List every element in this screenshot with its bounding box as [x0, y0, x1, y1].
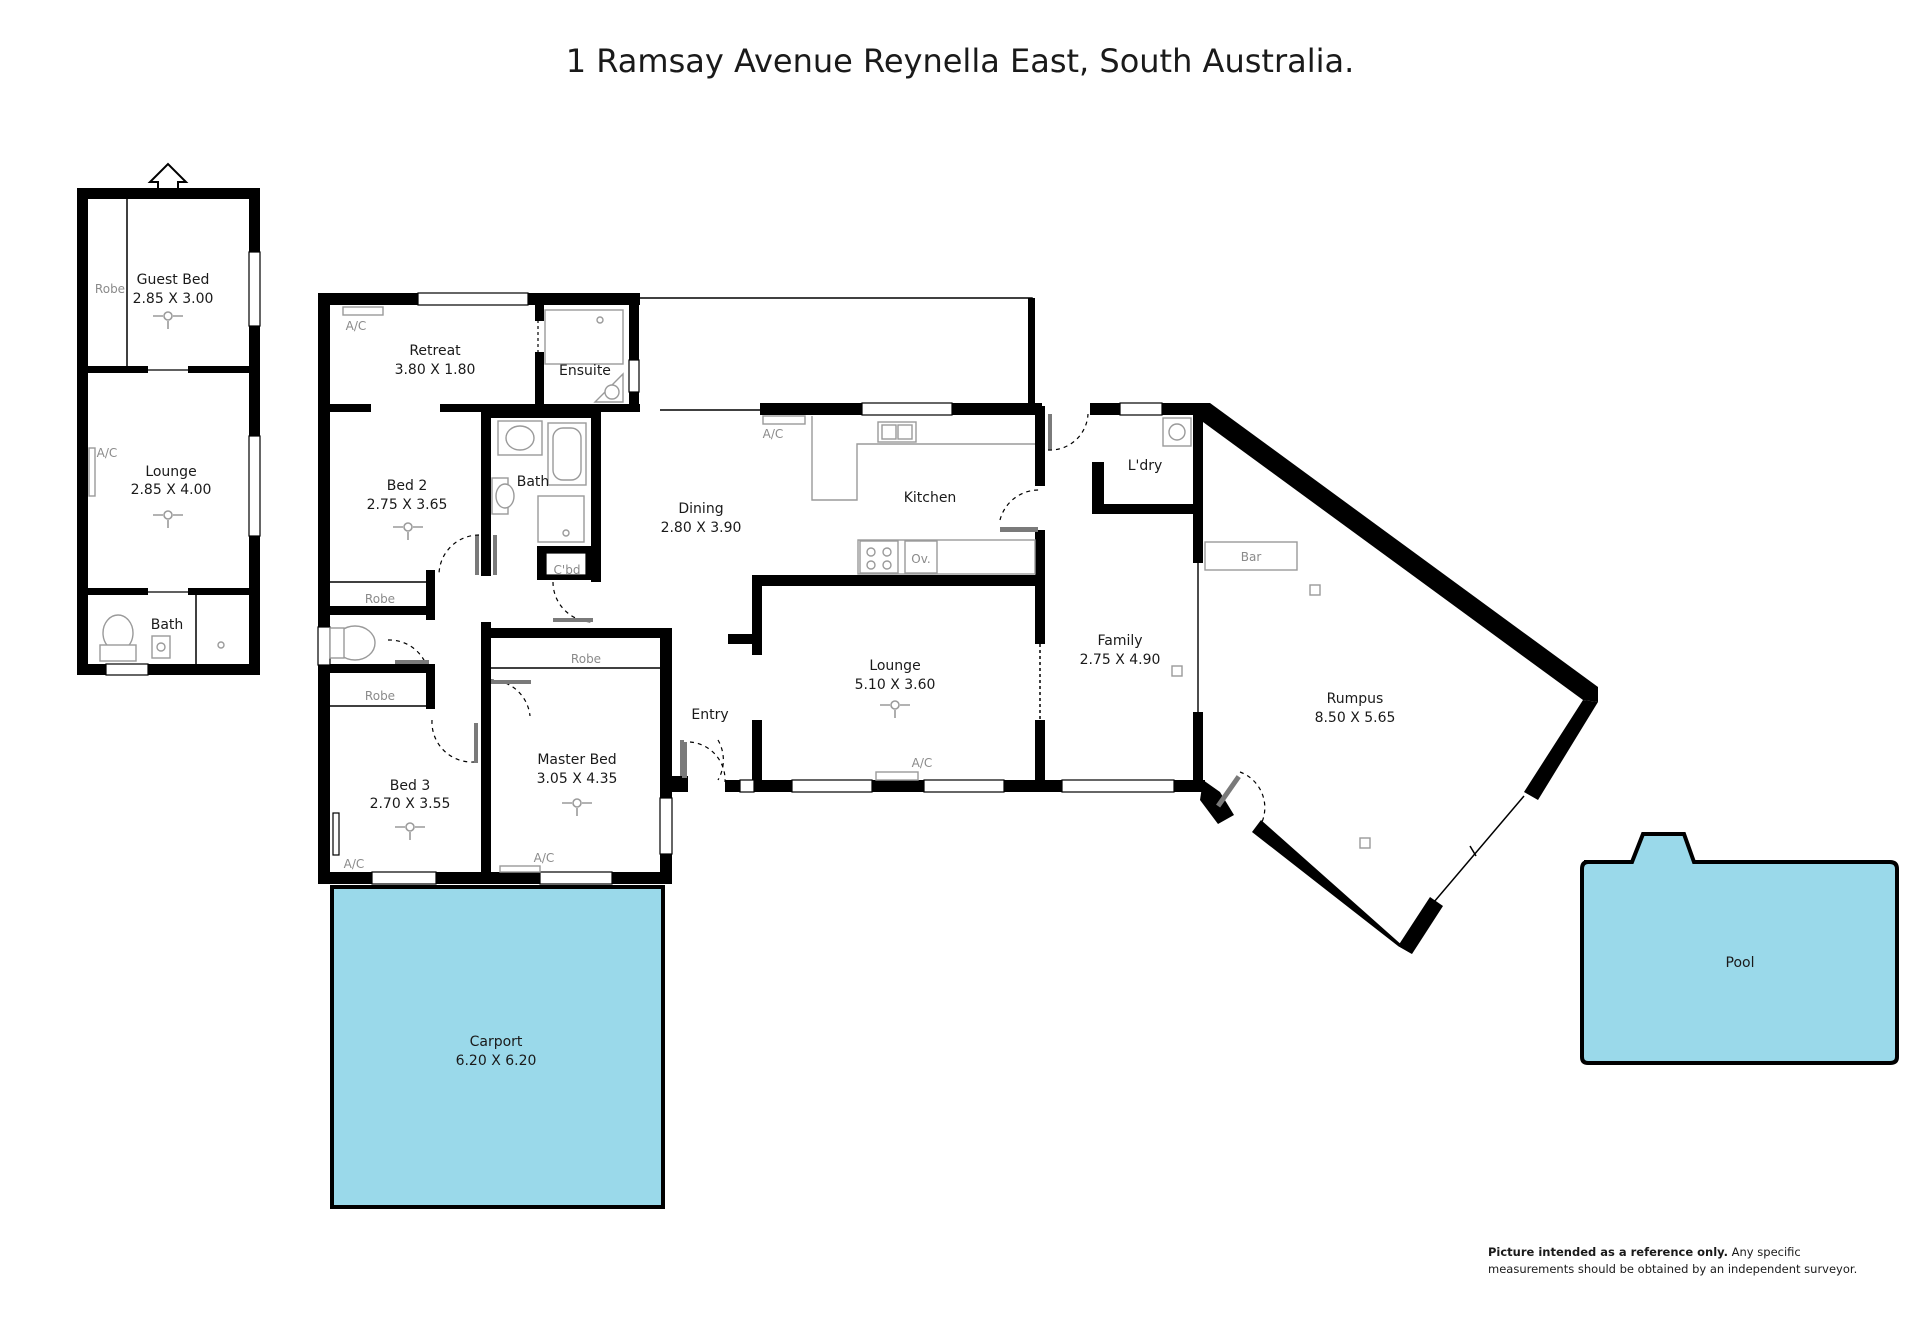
- ac-label: A/C: [344, 857, 365, 871]
- room-name-bed2: Bed 2: [387, 478, 427, 494]
- pool: Pool: [1580, 832, 1899, 1065]
- room-size-dining: 2.80 X 3.90: [661, 520, 742, 536]
- room-name-master-bed: Master Bed: [537, 752, 616, 768]
- room-name-bed3: Bed 3: [390, 778, 430, 794]
- carport: Carport 6.20 X 6.20: [330, 885, 665, 1209]
- cupboard-label: C'bd: [554, 563, 581, 577]
- room-name-entry: Entry: [691, 707, 728, 723]
- room-size-guest-bed: 2.85 X 3.00: [133, 291, 214, 307]
- room-size-family: 2.75 X 4.90: [1080, 652, 1161, 668]
- ceiling-fan-icon: [153, 311, 183, 329]
- page-title: 1 Ramsay Avenue Reynella East, South Aus…: [565, 42, 1355, 80]
- ceiling-fan-icon: [880, 700, 910, 718]
- room-name-family: Family: [1097, 633, 1142, 649]
- room-name-dining: Dining: [678, 501, 723, 517]
- room-size-lounge: 5.10 X 3.60: [855, 677, 936, 693]
- ac-label: A/C: [912, 756, 933, 770]
- ac-label: A/C: [534, 851, 555, 865]
- robe-label: Robe: [95, 282, 125, 296]
- ac-label: A/C: [97, 446, 118, 460]
- room-name-ensuite: Ensuite: [559, 363, 611, 379]
- room-name-guest-bed: Guest Bed: [137, 272, 210, 288]
- room-size-bed3: 2.70 X 3.55: [370, 796, 451, 812]
- main-house: A/C: [317, 292, 1598, 954]
- room-size-retreat: 3.80 X 1.80: [395, 362, 476, 378]
- disclaimer-text: Any specific measurements should be obta…: [1488, 1245, 1858, 1276]
- room-name-bath: Bath: [517, 474, 550, 490]
- disclaimer: Picture intended as a reference only. An…: [1488, 1244, 1888, 1278]
- room-name-kitchen: Kitchen: [904, 490, 957, 506]
- ceiling-fan-icon: [153, 510, 183, 528]
- room-name-retreat: Retreat: [409, 343, 461, 359]
- oven-label: Ov.: [911, 552, 930, 566]
- room-name-carport: Carport: [470, 1034, 523, 1050]
- room-size-rumpus: 8.50 X 5.65: [1315, 710, 1396, 726]
- ac-label: A/C: [763, 427, 784, 441]
- room-name-pool: Pool: [1726, 955, 1755, 971]
- bar-label: Bar: [1241, 550, 1262, 564]
- room-size-bed2: 2.75 X 3.65: [367, 497, 448, 513]
- room-name-laundry: L'dry: [1128, 458, 1163, 474]
- ceiling-fan-icon: [562, 798, 592, 816]
- robe-label: Robe: [365, 689, 395, 703]
- disclaimer-bold: Picture intended as a reference only.: [1488, 1245, 1728, 1259]
- room-name-lounge: Lounge: [869, 658, 920, 674]
- ac-unit: [88, 447, 96, 497]
- room-size-granny-lounge: 2.85 X 4.00: [131, 482, 212, 498]
- ceiling-fan-icon: [395, 822, 425, 840]
- room-size-carport: 6.20 X 6.20: [456, 1053, 537, 1069]
- robe-label: Robe: [365, 592, 395, 606]
- ac-label: A/C: [346, 319, 367, 333]
- room-name-rumpus: Rumpus: [1327, 691, 1384, 707]
- room-size-master-bed: 3.05 X 4.35: [537, 771, 618, 787]
- ceiling-fan-icon: [393, 522, 423, 540]
- room-name-granny-lounge: Lounge: [145, 464, 196, 480]
- robe-label: Robe: [571, 652, 601, 666]
- room-name-granny-bath: Bath: [151, 617, 184, 633]
- granny-flat: Guest Bed 2.85 X 3.00 Robe Lounge 2.85 X…: [77, 162, 261, 676]
